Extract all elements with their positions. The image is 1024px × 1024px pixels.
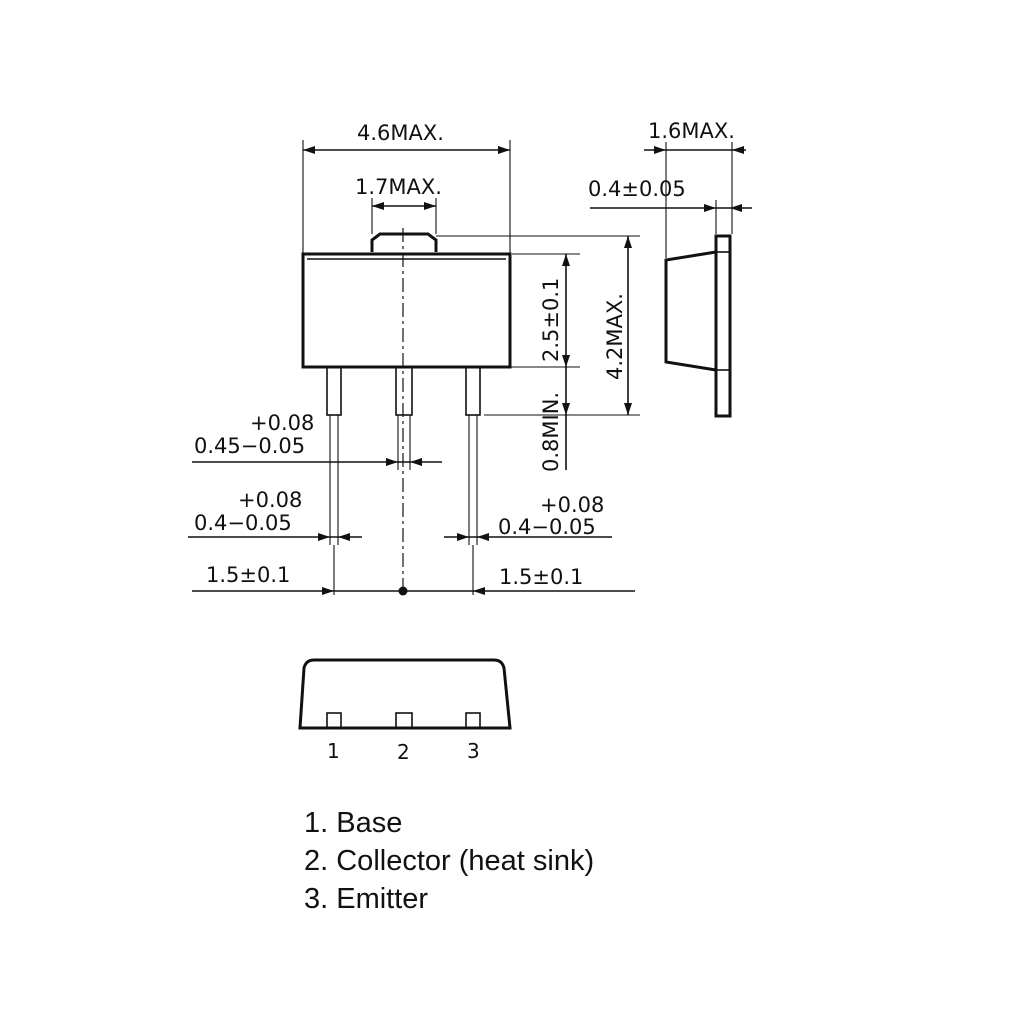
- pin-2-label: 2: [397, 740, 410, 764]
- side-tab: [714, 234, 732, 418]
- lead-length-min-label: 0.8MIN.: [539, 392, 563, 472]
- left-lead-width-label: 0.4−0.05: [194, 511, 292, 535]
- side-body: [664, 250, 717, 372]
- pad-1: [326, 712, 342, 729]
- dim-lead-length: 0.8MIN.: [539, 367, 570, 472]
- pin-legend: 1. Base 2. Collector (heat sink) 3. Emit…: [304, 804, 594, 918]
- tab-width-max-label: 1.7MAX.: [355, 175, 442, 199]
- dim-width: 4.6MAX.: [302, 121, 511, 254]
- package-body: [301, 252, 512, 369]
- dim-total-height: 4.2MAX.: [436, 235, 640, 416]
- side-view: [664, 234, 732, 418]
- pad-2: [395, 712, 413, 729]
- dim-left-lead-width: +0.08 0.4−0.05: [188, 488, 362, 541]
- right-lead-width-label: 0.4−0.05: [498, 515, 596, 539]
- legend-item-emitter: 3. Emitter: [304, 883, 429, 915]
- dim-right-lead-width: +0.08 0.4−0.05: [444, 493, 612, 541]
- right-lead-tol-plus: +0.08: [540, 493, 604, 517]
- body-height-label: 2.5±0.1: [539, 278, 563, 362]
- legend-item-collector: 2. Collector (heat sink): [304, 845, 595, 877]
- bottom-view: 1 2 3: [298, 658, 512, 764]
- dim-body-height: 2.5±0.1: [484, 253, 580, 368]
- dim-tab-width: 1.7MAX.: [355, 175, 442, 234]
- left-lead-tol-plus: +0.08: [238, 488, 302, 512]
- lead-3: [465, 366, 481, 545]
- pin-1-label: 1: [327, 739, 340, 763]
- tab-thickness-label: 0.4±0.05: [588, 177, 686, 201]
- dim-center-lead-width: +0.08 0.45−0.05: [192, 411, 442, 466]
- pad-3: [465, 712, 481, 729]
- front-view: [301, 228, 512, 595]
- dim-thickness: 1.6MAX.: [644, 119, 746, 258]
- lead-1: [326, 366, 342, 545]
- width-max-label: 4.6MAX.: [357, 121, 444, 145]
- pitch-right-label: 1.5±0.1: [499, 565, 583, 589]
- thickness-max-label: 1.6MAX.: [648, 119, 735, 143]
- dim-tab-thickness: 0.4±0.05: [588, 177, 752, 234]
- center-lead-tol-plus: +0.08: [250, 411, 314, 435]
- heat-sink-tab: [370, 232, 438, 252]
- center-lead-width-label: 0.45−0.05: [194, 434, 305, 458]
- lead-2: [395, 366, 413, 470]
- total-height-max-label: 4.2MAX.: [603, 293, 627, 380]
- pin-3-label: 3: [467, 739, 480, 763]
- legend-item-base: 1. Base: [304, 807, 403, 839]
- pitch-left-label: 1.5±0.1: [206, 563, 290, 587]
- bottom-body: [298, 658, 512, 730]
- dim-pitch: 1.5±0.1 1.5±0.1: [192, 563, 635, 596]
